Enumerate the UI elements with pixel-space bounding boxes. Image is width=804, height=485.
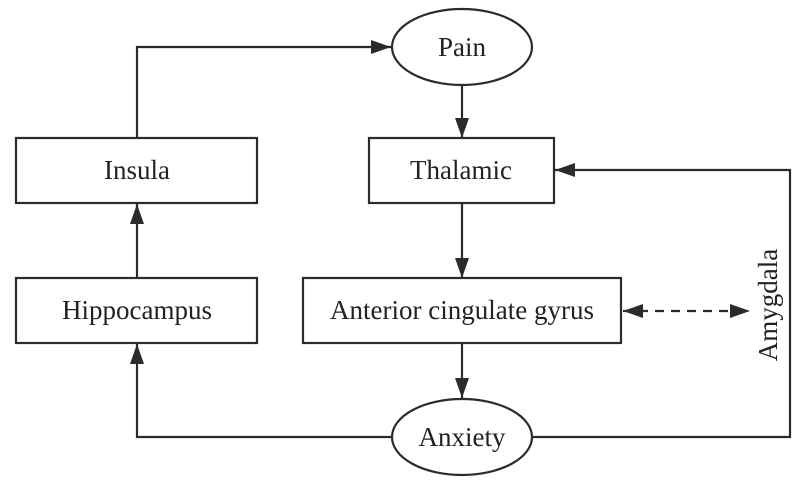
node-hippocampus: Hippocampus xyxy=(14,276,259,345)
node-hippocampus-label: Hippocampus xyxy=(62,295,212,325)
node-insula: Insula xyxy=(14,136,259,205)
node-anterior-cingulate-gyrus: Anterior cingulate gyrus xyxy=(301,276,623,345)
node-anxiety-label: Anxiety xyxy=(419,422,506,452)
edge-anxiety-to-thalamic-via-amygdala xyxy=(532,163,792,439)
node-amygdala: Amygdala xyxy=(753,249,783,361)
node-acg-label: Anterior cingulate gyrus xyxy=(330,295,594,325)
node-pain-label: Pain xyxy=(438,32,487,62)
node-thalamic-label: Thalamic xyxy=(410,155,512,185)
node-insula-label: Insula xyxy=(104,155,170,185)
edges xyxy=(130,40,792,439)
edge-insula-to-pain xyxy=(135,40,391,138)
node-amygdala-label: Amygdala xyxy=(753,249,783,361)
node-pain: Pain xyxy=(390,7,534,87)
node-anxiety: Anxiety xyxy=(390,397,534,477)
node-thalamic: Thalamic xyxy=(367,136,556,205)
edge-anxiety-to-hippocampus xyxy=(130,344,392,439)
